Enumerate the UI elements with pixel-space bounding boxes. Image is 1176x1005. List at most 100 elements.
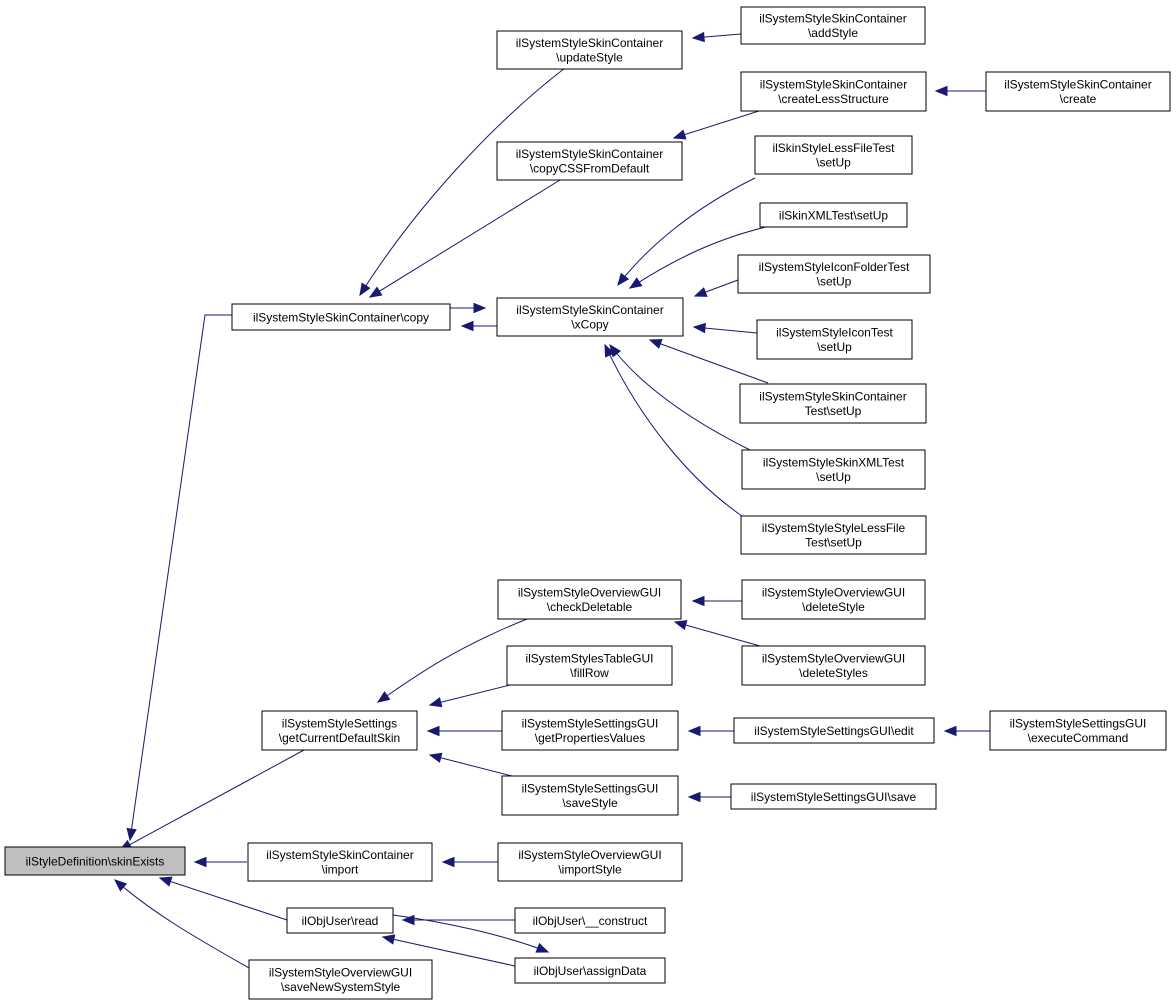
arrowhead [692,322,706,334]
node-skinXMLTest[interactable]: ilSkinXMLTest\setUp [759,202,908,228]
node-label: ilSystemStyleIconTest [776,326,893,340]
node-fillRow[interactable]: ilSystemStylesTableGUI\fillRow [506,645,673,686]
node-createLess[interactable]: ilSystemStyleSkinContainer\createLessStr… [740,71,927,112]
nodes-layer: ilStyleDefinition\skinExists ilSystemStyl… [4,6,1171,1000]
node-create[interactable]: ilSystemStyleSkinContainer\create [985,71,1171,112]
node-label: \setUp [816,470,851,484]
node-box [231,303,451,331]
node-label: Test\setUp [805,536,862,550]
arrowhead [473,302,487,314]
node-getCurrentDefault[interactable]: ilSystemStyleSettings\getCurrentDefaultS… [261,710,418,751]
node-box [989,710,1167,751]
edge-import-to-root [193,856,247,868]
node-label: \create [1060,92,1097,106]
arrowhead [691,31,705,43]
arrowhead [687,791,701,803]
edge-deleteStyles-to-checkDeletable [673,620,761,647]
node-edit[interactable]: ilSystemStyleSettingsGUI\edit [733,717,935,744]
node-box [737,254,931,294]
node-label: ilSystemStyleSkinContainer [516,303,663,317]
arrowhead [428,752,443,763]
node-assignData[interactable]: ilObjUser\assignData [514,957,666,984]
node-label: ilSystemStyleSkinContainer [516,147,663,161]
node-label: ilSystemStyleSkinXMLTest [763,456,905,470]
node-iconTest[interactable]: ilSystemStyleIconTest\setUp [756,319,913,360]
edge-copy-to-xCopy [450,302,487,314]
node-deleteStyle[interactable]: ilSystemStyleOverviewGUI\deleteStyle [741,579,926,620]
node-sysSkinXMLTest[interactable]: ilSystemStyleSkinXMLTest\setUp [741,449,926,490]
node-label: \saveStyle [562,796,618,810]
node-construct[interactable]: ilObjUser\__construct [514,907,666,934]
edge-skinContainerTest-to-xCopy [648,339,769,384]
node-label: \deleteStyle [802,600,865,614]
edge-addStyle-to-updateStyle [691,31,742,43]
arrowhead [934,85,948,97]
node-label: ilSystemStyleOverviewGUI [269,966,412,980]
arrowhead [426,725,440,737]
edge-deleteStyle-to-checkDeletable [691,595,742,607]
node-saveStyle[interactable]: ilSystemStyleSettingsGUI\saveStyle [501,775,679,816]
edge-construct-to-read [401,914,515,926]
edge-read-to-assignData [392,914,550,953]
arrowhead [368,286,383,298]
node-copyCSS[interactable]: ilSystemStyleSkinContainer\copyCSSFromDe… [496,141,683,181]
node-label: ilSystemStyleSkinContainer [266,848,413,862]
node-label: ilObjUser\__construct [533,914,648,928]
node-label: ilSystemStyleOverviewGUI [518,586,661,600]
node-deleteStyles[interactable]: ilSystemStyleOverviewGUI\deleteStyles [741,645,926,686]
node-root[interactable]: ilStyleDefinition\skinExists [4,846,186,876]
node-label: ilSystemStyleSettingsGUI\edit [754,724,914,738]
node-iconFolderTest[interactable]: ilSystemStyleIconFolderTest\setUp [737,254,931,294]
node-importStyle[interactable]: ilSystemStyleOverviewGUI\importStyle [497,842,683,882]
arrowhead [617,272,630,287]
node-label: Test\setUp [805,404,862,418]
node-xCopy[interactable]: ilSystemStyleSkinContainer\xCopy [496,297,684,337]
arrowhead [604,343,615,358]
node-label: ilSkinXMLTest\setUp [779,208,888,222]
arrowhead [158,876,173,887]
arrowhead [691,595,705,607]
edge-importStyle-to-import [441,856,498,868]
edge-save-to-saveStyle [687,791,731,803]
node-label: ilSystemStyleOverviewGUI [762,652,905,666]
edge-copy-to-root [126,314,235,842]
node-box [501,710,679,751]
node-label: ilSystemStyleSettingsGUI\save [751,790,917,804]
edge-saveStyle-to-getCurrentDefault [428,752,513,777]
node-box [733,717,935,744]
arrowhead [359,282,371,297]
node-save[interactable]: ilSystemStyleSettingsGUI\save [730,783,937,810]
node-import[interactable]: ilSystemStyleSkinContainer\import [247,842,433,882]
node-label: ilSystemStyleSettingsGUI [522,782,659,796]
node-box [286,907,394,934]
arrowhead [460,320,474,332]
node-label: ilObjUser\read [302,914,379,928]
node-label: \xCopy [571,318,608,332]
node-addStyle[interactable]: ilSystemStyleSkinContainer\addStyle [740,6,926,45]
node-executeCommand[interactable]: ilSystemStyleSettingsGUI\executeCommand [989,710,1167,751]
node-lessFileTest[interactable]: ilSkinStyleLessFileTest\setUp [754,135,913,175]
edge-getProps-to-getCurrentDefault [426,725,502,737]
node-read[interactable]: ilObjUser\read [286,907,394,934]
node-getProps[interactable]: ilSystemStyleSettingsGUI\getPropertiesVa… [501,710,679,751]
edge-skinXMLTest-to-xCopy [628,225,771,289]
node-saveNewSystemStyle[interactable]: ilSystemStyleOverviewGUI\saveNewSystemSt… [248,959,433,1000]
node-box [497,842,683,882]
node-updateStyle[interactable]: ilSystemStyleSkinContainer\updateStyle [496,30,683,70]
node-checkDeletable[interactable]: ilSystemStyleOverviewGUI\checkDeletable [497,579,682,620]
node-label: ilStyleDefinition\skinExists [26,854,165,868]
arrowhead [193,856,207,868]
arrowhead [535,942,550,953]
node-label: \importStyle [558,863,622,877]
edge-iconFolderTest-to-xCopy [693,279,739,297]
node-box [741,449,926,490]
edge-fillRow-to-getCurrentDefault [428,684,511,708]
arrowhead [376,691,391,703]
edge-sysSkinXMLTest-to-xCopy [609,343,751,451]
node-copy[interactable]: ilSystemStyleSkinContainer\copy [231,303,451,331]
node-label: \setUp [816,156,851,170]
node-label: \checkDeletable [547,600,633,614]
node-label: ilSystemStyleSettingsGUI [522,717,659,731]
